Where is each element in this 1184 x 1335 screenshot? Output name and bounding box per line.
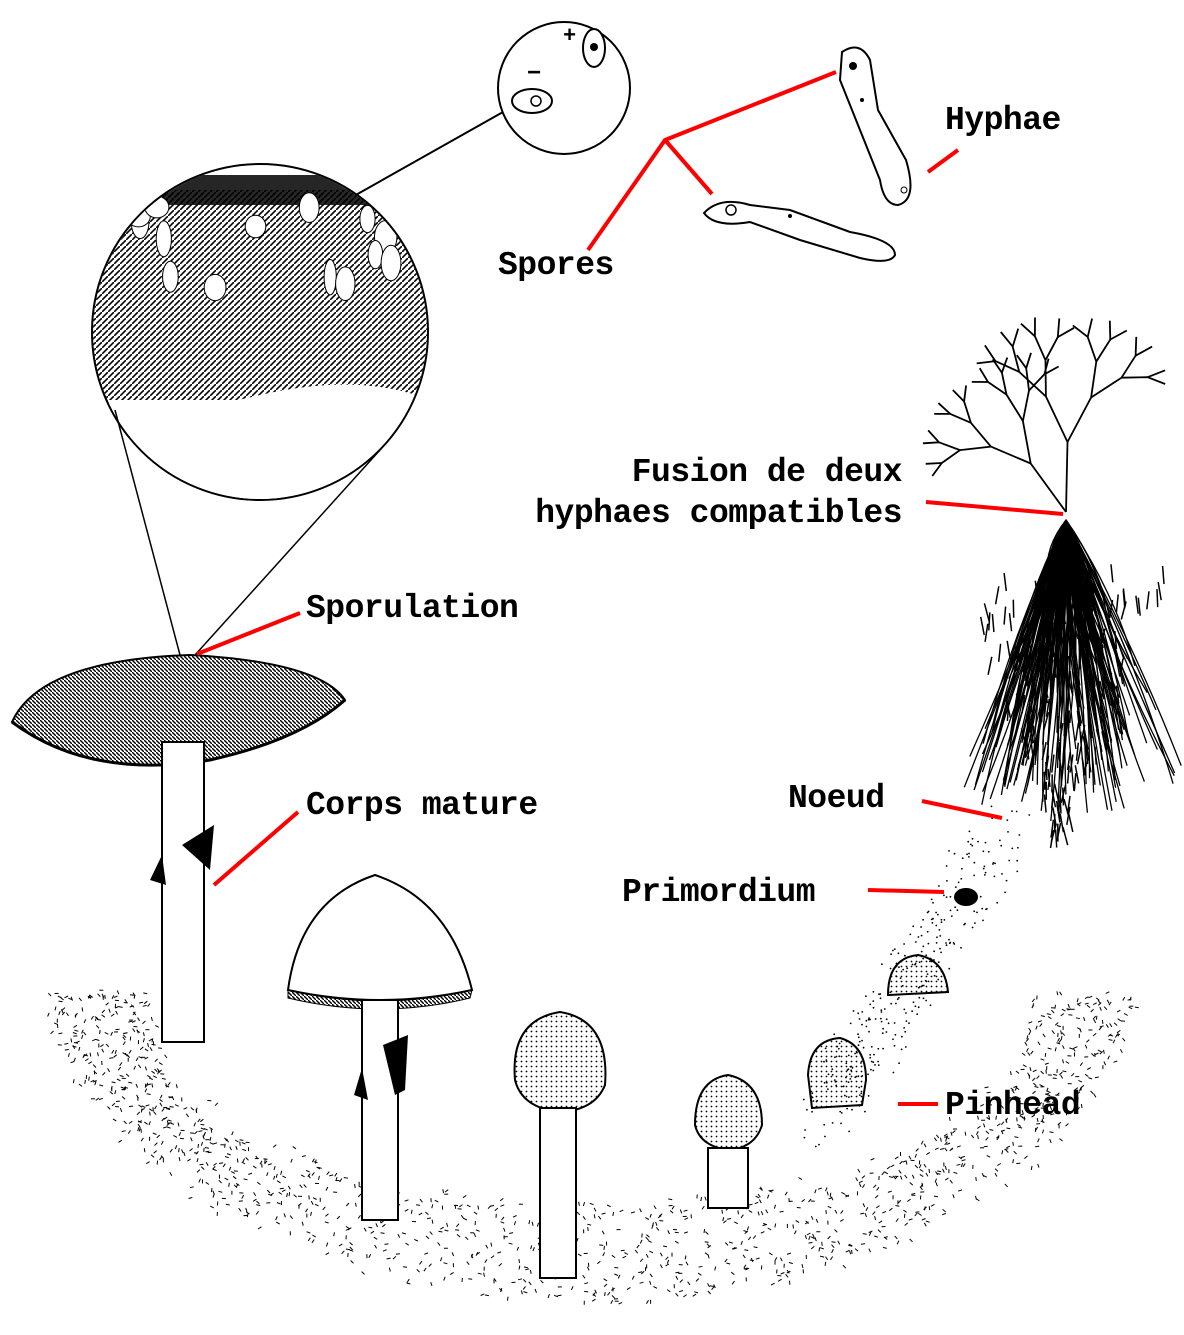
spores-and-hyphae xyxy=(704,48,911,261)
young-mushroom-conical xyxy=(288,875,472,1220)
label-corps-mature: Corps mature xyxy=(306,789,538,822)
label-spores: Spores xyxy=(498,249,614,282)
small-mushroom xyxy=(695,1075,762,1208)
label-sporulation: Sporulation xyxy=(306,592,518,625)
mycelium-network xyxy=(923,318,1181,849)
pinhead-bodies xyxy=(808,888,978,1108)
gill-section-magnifier xyxy=(90,164,430,655)
spore-minus-sign: − xyxy=(527,63,541,87)
developing-mushroom xyxy=(515,1012,606,1278)
label-fusion-line1: Fusion de deux xyxy=(632,456,902,489)
label-hyphae: Hyphae xyxy=(945,104,1061,137)
label-primordium: Primordium xyxy=(622,876,815,909)
label-fusion-line2: hyphaes compatibles xyxy=(535,497,902,530)
spore-plus-sign: + xyxy=(563,26,576,48)
label-noeud: Noeud xyxy=(788,782,885,815)
spore-magnifier xyxy=(354,22,630,196)
label-pinhead: Pinhead xyxy=(945,1089,1080,1122)
